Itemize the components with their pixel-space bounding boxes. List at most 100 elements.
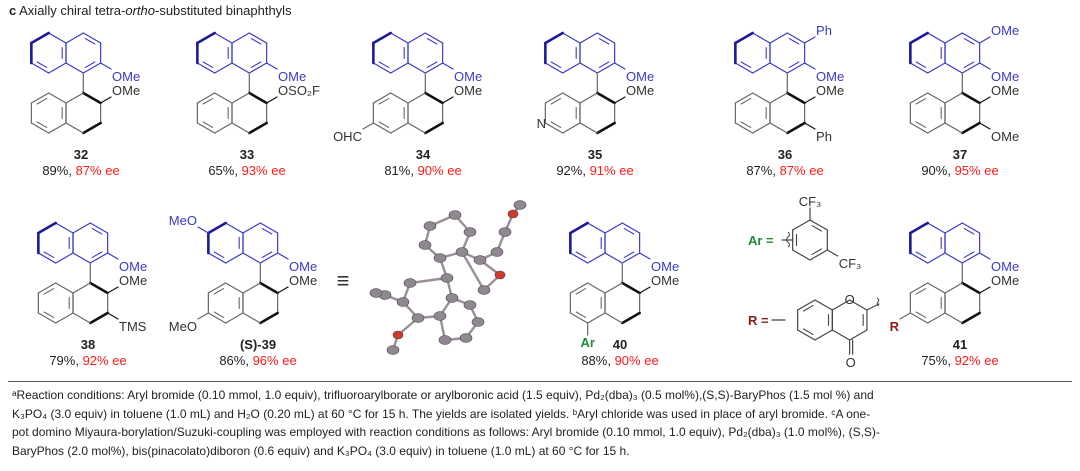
substituent-label: OSO₂F [278, 83, 320, 98]
title-part: Axially chiral tetra- [19, 3, 126, 18]
compound-number: 34 [415, 147, 431, 162]
substituent-label: OMe [278, 69, 306, 84]
compound-number: 36 [777, 147, 793, 162]
footnote-divider [8, 381, 1072, 382]
yield: 92%, [556, 163, 590, 178]
yield: 65%, [208, 163, 242, 178]
compound-number: 40 [612, 337, 628, 352]
ar-definition: Ar = CF₃ CF₃ [748, 194, 861, 271]
compound-number: 37 [952, 147, 968, 162]
r-definition: R = O O [748, 292, 880, 370]
compound-number: 32 [73, 147, 89, 162]
ee-value: 92% ee [954, 353, 999, 368]
substituent-label: MeO [169, 319, 197, 334]
substituent-label: OMe [651, 259, 679, 274]
yield-ee: 88%, 90% ee [560, 353, 680, 369]
ee-value: 87% ee [779, 163, 824, 178]
substituent-label: CF₃ [839, 256, 862, 271]
structures-canvas: OMeOMeOMeOSO₂FOMeOMeOHCOMeOMeNOMeOMePhPh… [30, 23, 1019, 370]
substituent-label: OMe [626, 69, 654, 84]
substituent-label: OMe [991, 273, 1019, 288]
footnote-line: pot domino Miyaura-borylation/Suzuki-cou… [12, 425, 880, 440]
yield: 90%, [921, 163, 955, 178]
yield: 86%, [219, 353, 253, 368]
yield: 79%, [49, 353, 83, 368]
yield: 75%, [921, 353, 955, 368]
substituent-label: OMe [991, 23, 1019, 38]
yield-ee: 79%, 92% ee [28, 353, 148, 369]
yield-ee: 86%, 96% ee [198, 353, 318, 369]
crystal-structure-image [369, 200, 527, 355]
ar-label: Ar = [748, 233, 774, 248]
footnote-line: K₃PO₄ (3.0 equiv) in toluene (1.0 mL) an… [12, 406, 871, 421]
carbonyl-oxygen-label: O [846, 355, 856, 370]
yield-ee: 92%, 91% ee [535, 163, 655, 179]
yield-ee: 89%, 87% ee [21, 163, 141, 179]
title-part: -substituted binaphthyls [154, 3, 292, 18]
substituent-label: OMe [289, 273, 317, 288]
yield-ee: 87%, 87% ee [725, 163, 845, 179]
compound-number: (S)-39 [239, 337, 277, 352]
yield: 88%, [581, 353, 615, 368]
title-italic: ortho [125, 3, 155, 18]
panel-title: c Axially chiral tetra-ortho-substituted… [9, 3, 292, 18]
substituent-label: OMe [816, 83, 844, 98]
footnote-line: BaryPhos (2.0 mol%), bis(pinacolato)dibo… [12, 443, 630, 458]
substituent-label: OMe [991, 129, 1019, 144]
ee-value: 93% ee [241, 163, 286, 178]
substituent-label: OMe [816, 69, 844, 84]
substituent-label: OMe [454, 69, 482, 84]
substituent-label: OMe [626, 83, 654, 98]
substituent-label: Ph [816, 23, 832, 38]
r-label: R = [748, 313, 769, 328]
substituent-label: OMe [454, 83, 482, 98]
compound-number: 35 [587, 147, 603, 162]
substituent-label: Ph [816, 129, 832, 144]
ee-value: 96% ee [252, 353, 297, 368]
ee-value: 90% ee [417, 163, 462, 178]
substituent-label: MeO [169, 213, 197, 228]
substituent-label: Ar [580, 335, 594, 350]
compound-number: 41 [952, 337, 968, 352]
yield: 81%, [384, 163, 418, 178]
panel-letter: c [9, 3, 17, 18]
yield-ee: 81%, 90% ee [363, 163, 483, 179]
substituent-label: OMe [112, 83, 140, 98]
substituent-label: TMS [119, 319, 147, 334]
ee-value: 87% ee [75, 163, 120, 178]
substituent-label: OMe [651, 273, 679, 288]
ee-value: 92% ee [82, 353, 127, 368]
substituent-label: OMe [119, 259, 147, 274]
footnote-line: ᵃReaction conditions: Aryl bromide (0.10… [12, 388, 874, 402]
substituent-label: OMe [991, 83, 1019, 98]
equivalence-symbol: ≡ [337, 268, 350, 293]
substituent-label: OMe [112, 69, 140, 84]
quinoline-n-label: N [537, 116, 546, 131]
ring-oxygen-label: O [845, 292, 855, 307]
substituent-label: OHC [333, 129, 362, 144]
yield-ee: 90%, 95% ee [900, 163, 1020, 179]
substituent-label: OMe [991, 69, 1019, 84]
substituent-label: R [890, 319, 900, 334]
yield-ee: 75%, 92% ee [900, 353, 1020, 369]
compound-number: 38 [80, 337, 96, 352]
footnote: ᵃReaction conditions: Aryl bromide (0.10… [12, 386, 1074, 460]
ee-value: 95% ee [954, 163, 999, 178]
substituent-label: CF₃ [799, 194, 822, 209]
substituent-label: OMe [119, 273, 147, 288]
